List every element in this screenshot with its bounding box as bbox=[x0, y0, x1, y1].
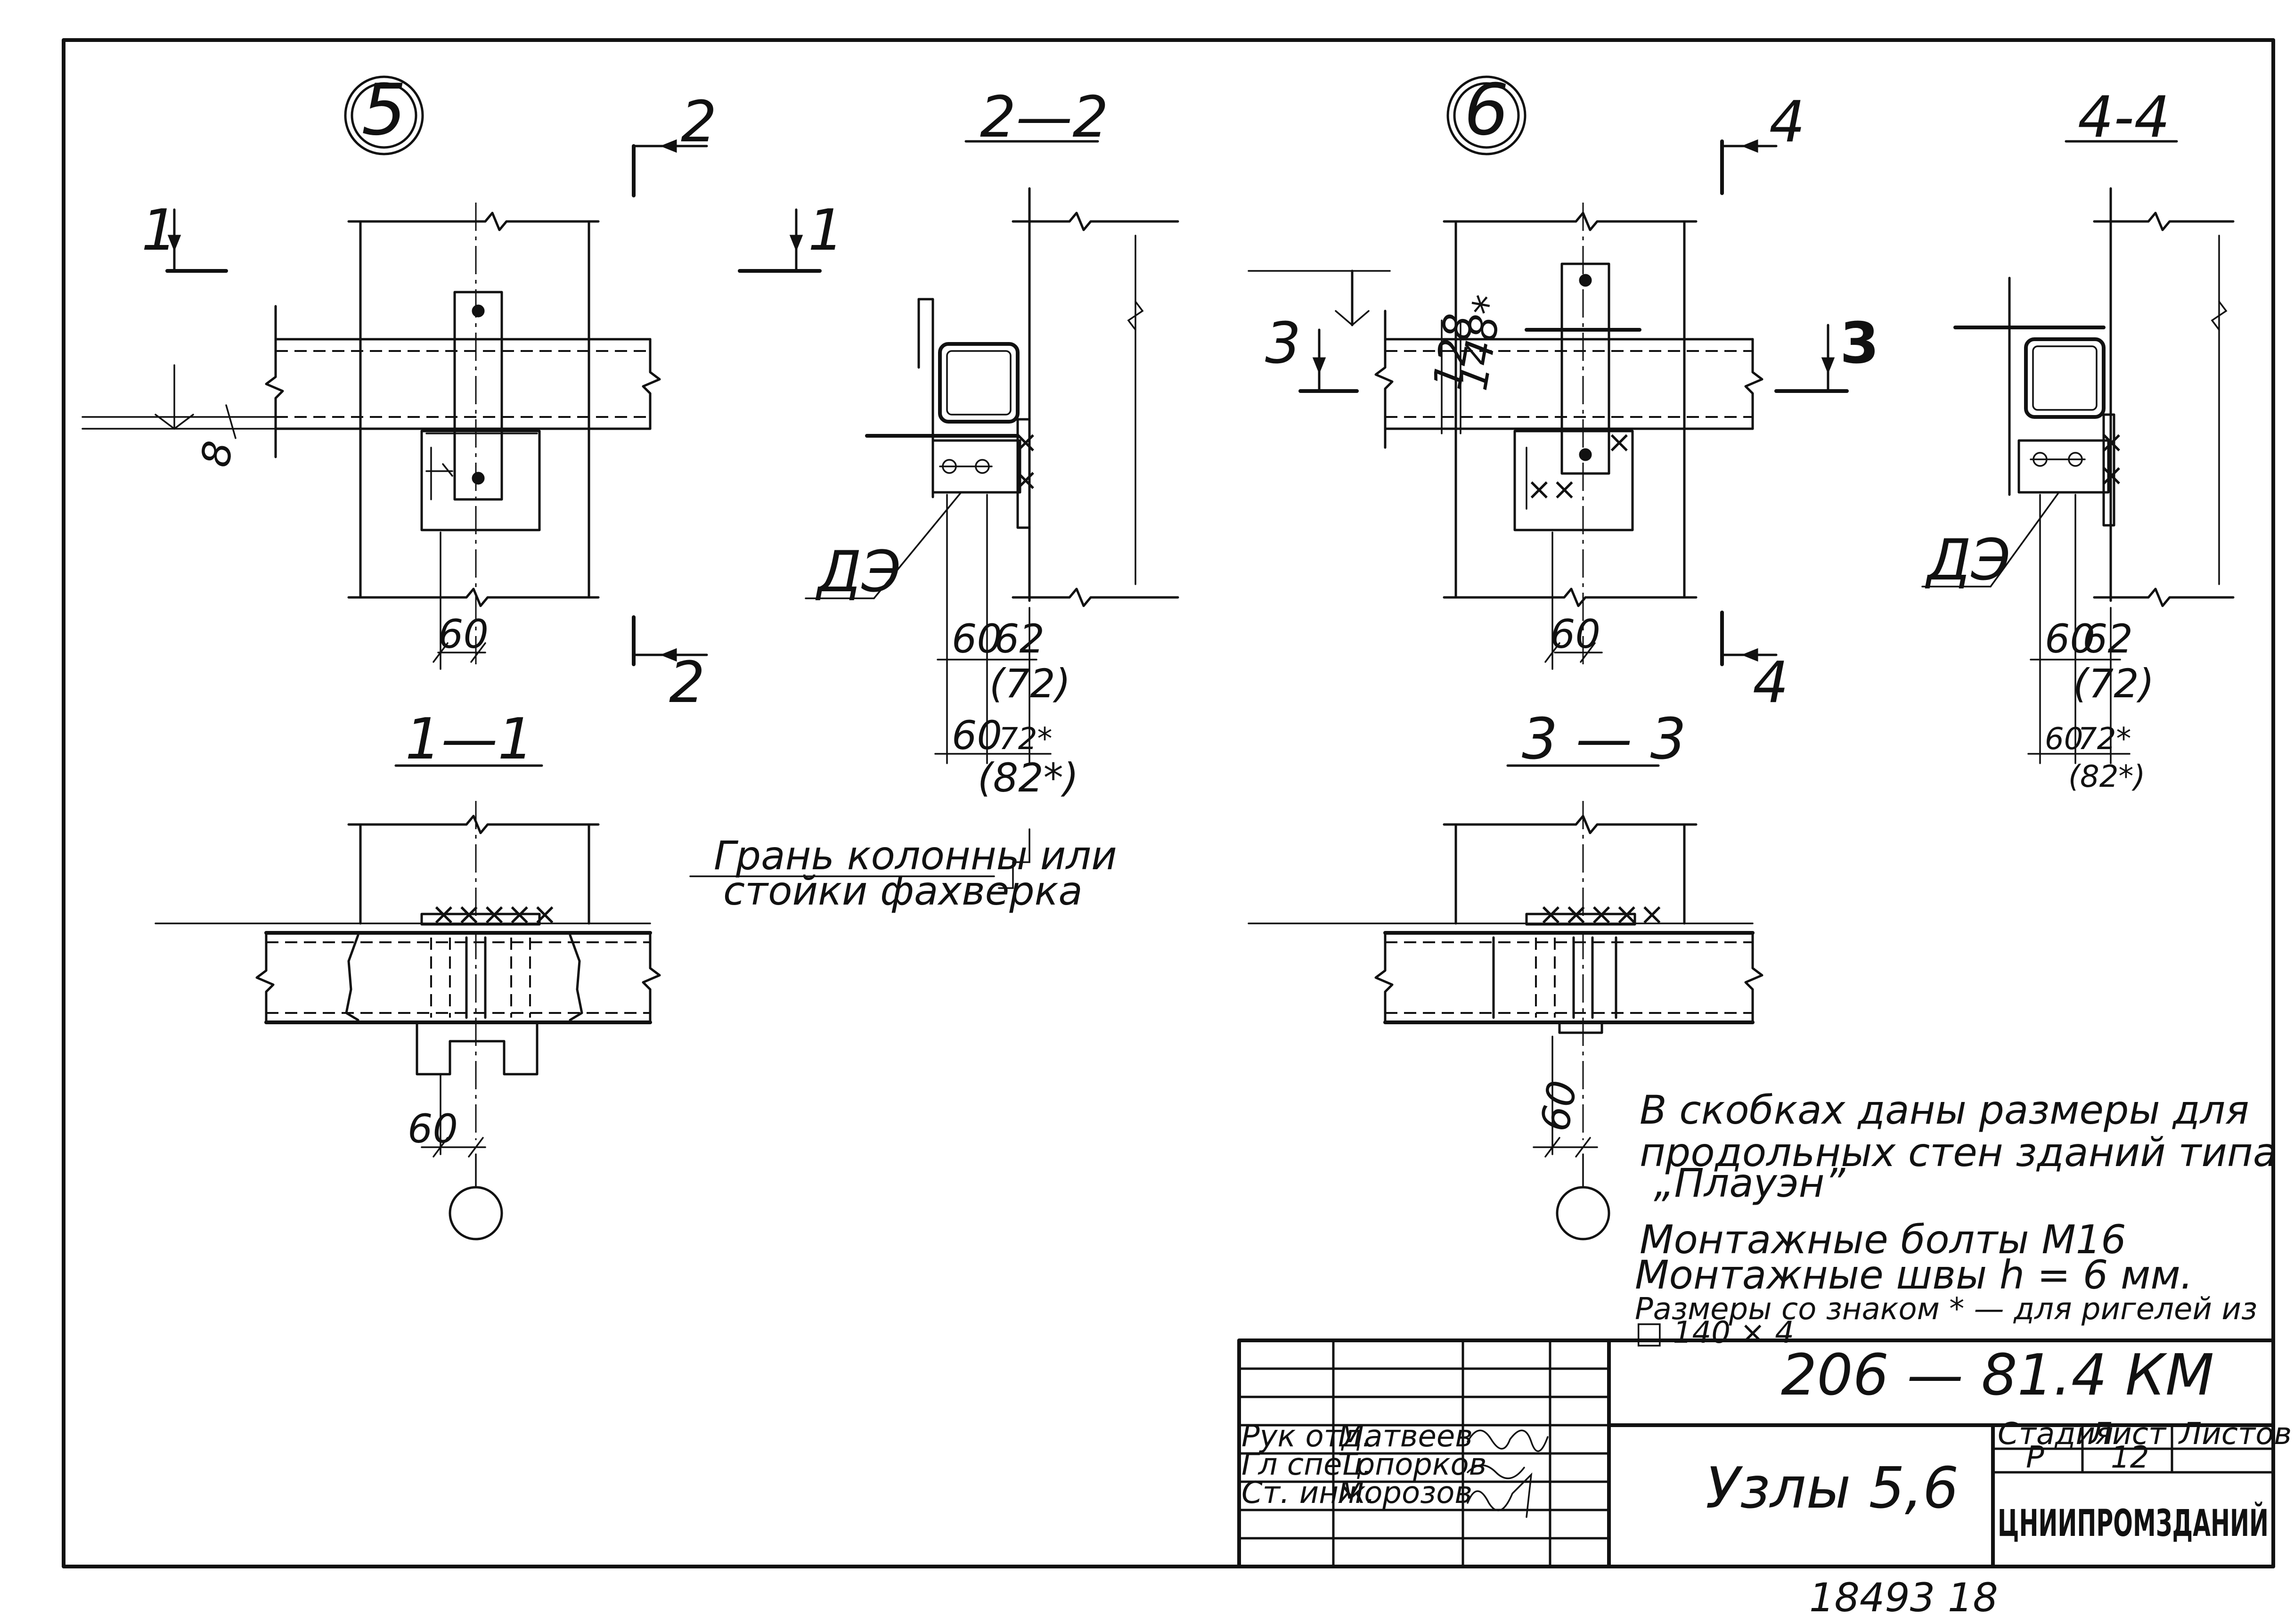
section22-dim-60b: 60 bbox=[952, 712, 1002, 759]
signature-3 bbox=[1467, 1472, 1533, 1518]
node5-dim-60: 60 bbox=[438, 611, 489, 657]
sheet-value: 12 bbox=[2111, 1440, 2149, 1475]
section44-dim-72s: 72* bbox=[2078, 722, 2131, 757]
cut-mark-1-left: 1 bbox=[141, 198, 177, 263]
svg-text:×: × bbox=[2099, 458, 2124, 493]
dim-8: 8 bbox=[192, 438, 242, 471]
dim-148s: 148* bbox=[1450, 292, 1512, 393]
inventory-number: 18493 18 bbox=[1809, 1575, 1998, 1621]
note-line-7: □ 140 × 4 bbox=[1635, 1315, 1794, 1350]
label-de-1: ДЭ bbox=[815, 539, 901, 605]
svg-text:××: ×× bbox=[1527, 472, 1577, 507]
column-face-note-1: Грань колонны или bbox=[714, 832, 1117, 879]
cut-mark-2-bottom: 2 bbox=[669, 650, 705, 716]
name-1: Матвеев bbox=[1338, 1419, 1473, 1454]
name-2: Топорков bbox=[1338, 1447, 1486, 1482]
section11-axis-marker bbox=[449, 1186, 503, 1240]
node6-dim-60: 60 bbox=[1550, 611, 1600, 657]
svg-text:×: × bbox=[1013, 425, 1038, 460]
title-block: Рук отд. Гл спец. Ст. инж. Матвеев Топор… bbox=[1237, 1338, 2292, 1568]
section11-dim-60: 60 bbox=[408, 1106, 458, 1152]
note-line-1: В скобках даны размеры для bbox=[1640, 1087, 2249, 1133]
section33-axis-marker bbox=[1556, 1186, 1610, 1240]
section-3-3-title: 3 — 3 bbox=[1522, 707, 1686, 772]
sheet-title: Узлы 5,6 bbox=[1706, 1456, 1959, 1521]
note-line-3: „Плауэн” bbox=[1654, 1160, 1846, 1206]
role-3: Ст. инж. bbox=[1241, 1476, 1375, 1510]
section22-dim-82s: (82*) bbox=[978, 755, 1078, 801]
note-line-4: Монтажные болты М16 bbox=[1640, 1216, 2126, 1263]
svg-text:×: × bbox=[1013, 463, 1038, 498]
node-5-label: 5 bbox=[361, 69, 406, 151]
cut-mark-4-bottom: 4 bbox=[1753, 650, 1788, 716]
section44-dim-72p: (72) bbox=[2073, 661, 2154, 707]
sheet-label: Лист bbox=[2089, 1417, 2167, 1452]
organization: ЦНИИПРОМЗДАНИЙ bbox=[1998, 1502, 2269, 1545]
svg-text:×××××: ××××× bbox=[1538, 897, 1665, 932]
section33-dim-60: 60 bbox=[1532, 1077, 1586, 1134]
svg-text:×××××: ××××× bbox=[431, 897, 557, 932]
cut-mark-3-right: 3 bbox=[1840, 311, 1879, 376]
stage-label: Стадия bbox=[1998, 1417, 2114, 1452]
section22-dim-60: 60 bbox=[952, 616, 1002, 662]
sheet-frame bbox=[62, 38, 2275, 1568]
section44-dim-60b: 60 bbox=[2045, 722, 2083, 757]
section-2-2: 2—2 × × ДЭ 60 62 (72) 60 72* bbox=[689, 85, 1179, 914]
sheets-label: Листов bbox=[2178, 1417, 2292, 1452]
note-line-6: Размеры со знаком * — для ригелей из bbox=[1635, 1292, 2257, 1327]
role-1: Рук отд. bbox=[1241, 1419, 1372, 1454]
section-4-4: 4-4 × × ДЭ 60 62 (72) 60 72* (82*) bbox=[1921, 85, 2235, 794]
section22-dim-72s: 72* bbox=[999, 722, 1052, 757]
section-2-2-title: 2—2 bbox=[980, 85, 1109, 150]
cut-mark-2-top: 2 bbox=[681, 90, 717, 155]
section44-dim-60: 60 bbox=[2045, 616, 2095, 662]
section44-dim-82s: (82*) bbox=[2068, 759, 2145, 794]
section-3-3: 3 — 3 ××××× 60 bbox=[1248, 707, 1763, 1240]
column-face-note-2: стойки фахверка bbox=[723, 868, 1083, 914]
cut-mark-4-top: 4 bbox=[1769, 90, 1805, 155]
svg-text:×: × bbox=[1607, 425, 1632, 460]
section-4-4-title: 4-4 bbox=[2078, 85, 2170, 150]
label-de-2: ДЭ bbox=[1925, 528, 2011, 593]
role-2: Гл спец. bbox=[1241, 1447, 1372, 1482]
doc-code: 206 — 81.4 КМ bbox=[1781, 1343, 2214, 1408]
note-line-2: продольных стен зданий типа bbox=[1640, 1129, 2277, 1175]
signature-2 bbox=[1467, 1464, 1525, 1479]
signature-1 bbox=[1467, 1429, 1549, 1452]
general-notes: В скобках даны размеры для продольных ст… bbox=[1635, 1087, 2277, 1350]
note-line-5: Монтажные швы h = 6 мм. bbox=[1635, 1252, 2193, 1298]
node-6-label: 6 bbox=[1464, 69, 1509, 151]
svg-text:×: × bbox=[2099, 425, 2124, 460]
section-1-1: 1—1 ××××× 60 bbox=[155, 707, 661, 1240]
section22-dim-62: 62 bbox=[994, 616, 1045, 662]
node-5-elevation: 5 1 2 2 bbox=[82, 69, 717, 716]
section-1-1-title: 1—1 bbox=[405, 707, 534, 772]
section44-dim-62: 62 bbox=[2082, 616, 2133, 662]
name-3: Морозов bbox=[1338, 1476, 1472, 1510]
cut-mark-3-left: 3 bbox=[1265, 311, 1301, 376]
cut-mark-1-right: 1 bbox=[808, 198, 844, 263]
section22-dim-72p: (72) bbox=[989, 661, 1070, 707]
node-6-elevation: 6 ×× × 3 3 128 148* bbox=[1248, 69, 1879, 716]
stage-value: Р bbox=[2026, 1440, 2044, 1475]
